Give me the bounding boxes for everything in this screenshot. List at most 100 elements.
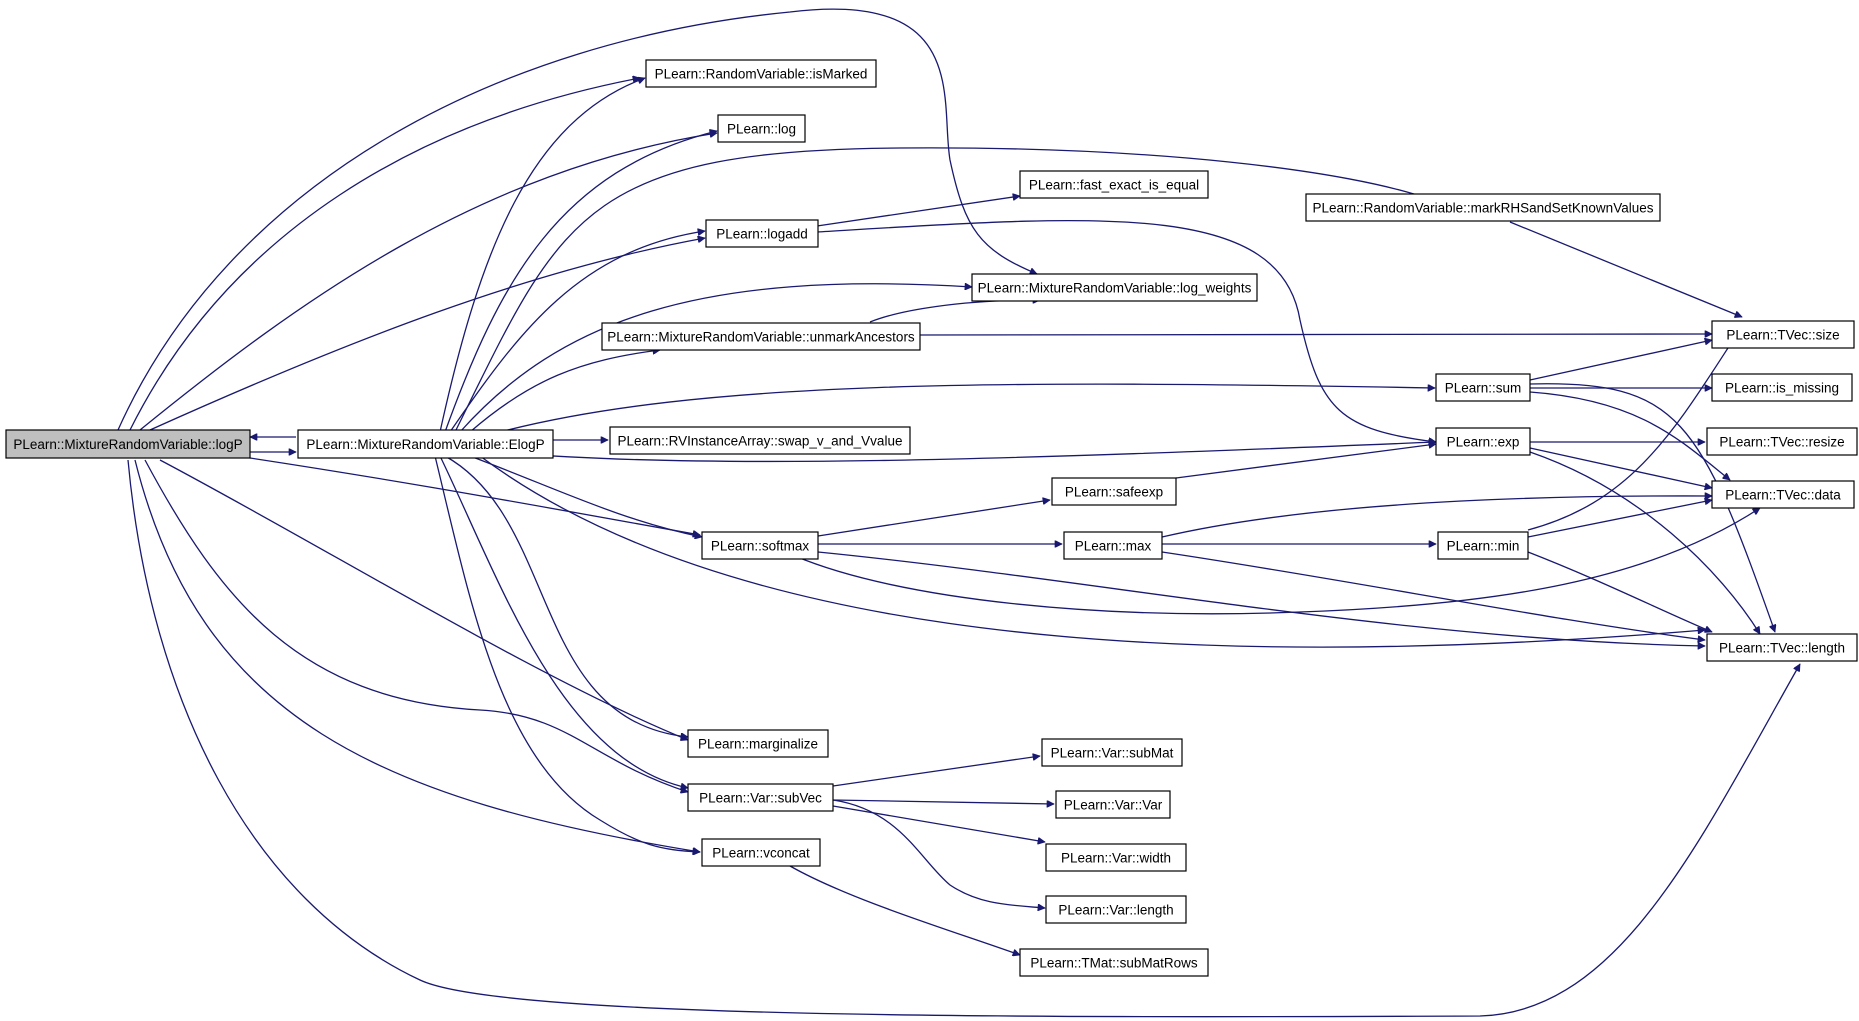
node-logadd[interactable]: PLearn::logadd [705,219,819,248]
node-var-width[interactable]: PLearn::Var::width [1045,843,1187,872]
node-box [1437,531,1529,560]
node-box [1041,738,1183,767]
node-label: PLearn::max [1075,539,1152,554]
node-box [717,114,806,143]
node-label: PLearn::safeexp [1065,485,1163,500]
edge-logP-marginalize [159,459,688,740]
edge-softmax-safeexp [817,500,1050,537]
node-box [1063,531,1163,560]
node-box [1711,480,1855,509]
edge-min-length [1527,551,1712,632]
node-label: PLearn::Var::Var [1064,798,1163,813]
node-tvec-size[interactable]: PLearn::TVec::size [1711,320,1855,349]
node-unmarkAncestors[interactable]: PLearn::MixtureRandomVariable::unmarkAnc… [601,322,921,351]
edge-logP-subVec [144,459,688,792]
node-box [1055,790,1171,819]
edge-softmax-data [794,507,1760,615]
node-box [1711,373,1853,402]
node-sum[interactable]: PLearn::sum [1435,373,1531,402]
edge-unmark-size [919,334,1712,335]
edge-ElogP-exp [499,442,1436,463]
node-box [701,838,821,867]
node-box [1019,170,1209,199]
edge-ElogP-marginalize [444,455,688,737]
node-var-length[interactable]: PLearn::Var::length [1045,895,1187,924]
node-label: PLearn::TVec::size [1726,328,1839,343]
edge-ElogP-log [444,131,717,433]
node-box [1706,427,1858,456]
node-max[interactable]: PLearn::max [1063,531,1163,560]
edge-ElogP-isMarked [439,78,645,433]
edge-sum-size [1529,340,1712,381]
node-var-subVec[interactable]: PLearn::Var::subVec [687,783,834,812]
node-log[interactable]: PLearn::log [717,114,806,143]
node-box [687,729,829,758]
node-label: PLearn::Var::subVec [699,791,822,806]
node-box [1051,477,1177,506]
edge-min-size [1527,322,1746,531]
edge-exp-data [1529,447,1712,488]
node-label: PLearn::sum [1445,381,1522,396]
node-tvec-length[interactable]: PLearn::TVec::length [1706,633,1858,662]
edge-vconcat-subMatRows [789,865,1020,955]
node-label: PLearn::vconcat [712,846,810,861]
edge-logP-logadd [149,238,705,431]
edge-ElogP-subVec [439,455,688,788]
node-var-Var[interactable]: PLearn::Var::Var [1055,790,1171,819]
node-is-missing[interactable]: PLearn::is_missing [1711,373,1853,402]
edge-sum-length [1529,383,1775,632]
node-var-subMat[interactable]: PLearn::Var::subMat [1041,738,1183,767]
node-label: PLearn::softmax [711,539,810,554]
edge-unmark-log_weights [869,300,1040,323]
node-tvec-data[interactable]: PLearn::TVec::data [1711,480,1855,509]
node-label: PLearn::Var::width [1061,851,1171,866]
node-softmax[interactable]: PLearn::softmax [701,531,819,560]
node-tvec-resize[interactable]: PLearn::TVec::resize [1706,427,1858,456]
node-box [1305,193,1661,222]
node-box [1711,320,1855,349]
edge-ElogP-markRHS [454,147,1432,433]
edge-logP-log_weights [117,8,1037,431]
node-vconcat[interactable]: PLearn::vconcat [701,838,821,867]
node-isMarked[interactable]: PLearn::RandomVariable::isMarked [645,59,877,88]
edge-ElogP-log_weights [459,284,972,433]
node-fast-exact-is-equal[interactable]: PLearn::fast_exact_is_equal [1019,170,1209,199]
node-label: PLearn::min [1447,539,1520,554]
node-label: PLearn::Var::subMat [1051,746,1174,761]
edge-sum-data [1529,391,1730,481]
node-box [645,59,877,88]
node-subMatRows[interactable]: PLearn::TMat::subMatRows [1019,948,1209,977]
node-markRHS[interactable]: PLearn::RandomVariable::markRHSandSetKno… [1305,193,1661,222]
edge-ElogP-logadd [449,231,705,433]
edges [117,8,1801,1018]
edge-max-data [1161,496,1712,538]
node-safeexp[interactable]: PLearn::safeexp [1051,477,1177,506]
node-label: PLearn::Var::length [1058,903,1173,918]
edge-subVec-varlength [832,799,1045,908]
node-logP[interactable]: PLearn::MixtureRandomVariable::logP [5,429,251,459]
node-ElogP[interactable]: PLearn::MixtureRandomVariable::ElogP [297,429,554,459]
node-marginalize[interactable]: PLearn::marginalize [687,729,829,758]
node-log-weights[interactable]: PLearn::MixtureRandomVariable::log_weigh… [971,273,1258,302]
node-box [701,531,819,560]
edge-exp-length [1529,451,1761,634]
node-label: PLearn::MixtureRandomVariable::unmarkAnc… [607,330,915,345]
edge-ElogP-vconcat [434,455,700,852]
node-exp[interactable]: PLearn::exp [1435,427,1531,456]
node-box [5,429,251,459]
node-box [687,783,834,812]
node-label: PLearn::fast_exact_is_equal [1029,178,1199,193]
edge-subVec-width [832,805,1045,842]
node-label: PLearn::log [727,122,796,137]
edge-logP-tvec_length [127,459,1801,1018]
node-box [601,322,921,351]
node-label: PLearn::MixtureRandomVariable::logP [13,437,242,452]
node-box [1435,373,1531,402]
edge-logP-vconcat [134,459,700,852]
edge-logP-log [139,133,717,431]
edge-logP-softmax [209,451,700,535]
node-min[interactable]: PLearn::min [1437,531,1529,560]
node-swap-v[interactable]: PLearn::RVInstanceArray::swap_v_and_Vval… [609,426,911,455]
